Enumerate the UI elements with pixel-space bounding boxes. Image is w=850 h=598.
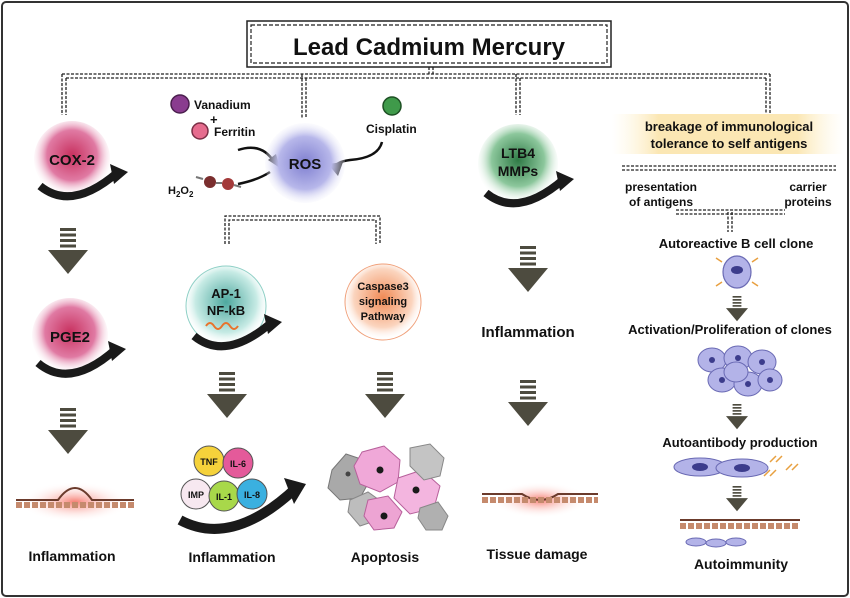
step-activation: Activation/Proliferation of clones xyxy=(628,322,832,337)
arrow-autoantibody-to-autoimmunity xyxy=(726,486,748,512)
arrow-pge2-to-tissue xyxy=(48,408,88,454)
caspase3-node: Caspase3 signaling Pathway xyxy=(344,263,422,341)
ap1-nfkb-node: AP-1 NF-kB xyxy=(185,265,282,351)
tissue-damage-label: Tissue damage xyxy=(487,546,588,562)
svg-text:IL-8: IL-8 xyxy=(244,490,260,500)
carrier-line2: proteins xyxy=(784,195,832,209)
ltb-tissue xyxy=(482,482,598,518)
cisplatin-item: Cisplatin xyxy=(366,96,417,136)
h2o2-label: H2O2 xyxy=(168,185,194,199)
immune-header-bg xyxy=(612,114,844,154)
flow-arrows xyxy=(48,228,748,512)
page-title: Lead Cadmium Mercury xyxy=(293,34,566,61)
cox2-node: COX-2 xyxy=(34,121,128,201)
autoimmunity-tissue xyxy=(680,519,800,548)
top-connectors xyxy=(61,67,771,244)
step-autoreactive: Autoreactive B cell clone xyxy=(659,236,814,251)
title-box: Lead Cadmium Mercury xyxy=(246,20,612,68)
svg-text:IL-1: IL-1 xyxy=(216,492,232,502)
cox-tissue xyxy=(16,482,134,522)
ferritin-label: Ferritin xyxy=(214,125,255,139)
vanadium-item: Vanadium xyxy=(170,94,251,114)
plus-sign: + xyxy=(210,112,218,127)
ltb4-label: LTB4 xyxy=(501,145,535,161)
step-autoantibody: Autoantibody production xyxy=(662,435,817,450)
pge2-label: PGE2 xyxy=(50,329,90,346)
dna-icon xyxy=(205,322,239,330)
arrow-ap1-to-cytokines xyxy=(207,372,247,418)
arrow-ltb-to-inflammation xyxy=(508,246,548,292)
h2o2-molecule: H2O2 xyxy=(168,176,242,199)
cytokine-cluster: TNF IL-6 IMP IL-1 IL-8 xyxy=(177,445,306,534)
arrow-inflammation-to-damage xyxy=(508,380,548,426)
b-cell-clone xyxy=(715,255,759,289)
immune-bracket xyxy=(622,165,836,232)
svg-text:IL-6: IL-6 xyxy=(230,459,246,469)
nfkb-label: NF-kB xyxy=(207,303,245,318)
caspase-line2: signaling xyxy=(359,296,407,308)
apoptotic-cells xyxy=(327,443,449,531)
caspase-line3: Pathway xyxy=(361,311,407,323)
ros-label: ROS xyxy=(289,156,322,173)
autoimmunity-label: Autoimmunity xyxy=(694,556,788,572)
cox-outcome-label: Inflammation xyxy=(28,548,115,564)
ros-inflammation-label: Inflammation xyxy=(188,549,275,565)
mmps-label: MMPs xyxy=(498,163,539,179)
ferritin-item: Ferritin xyxy=(191,122,255,140)
ros-node: ROS xyxy=(265,123,345,203)
presentation-line2: of antigens xyxy=(629,195,693,209)
arrow-clone-to-activation xyxy=(726,296,748,322)
cytokine-il8 xyxy=(236,478,268,510)
ap1-label: AP-1 xyxy=(211,286,241,301)
arrow-cox-to-pge2 xyxy=(48,228,88,274)
immune-header-line2: tolerance to self antigens xyxy=(651,136,808,151)
cisplatin-label: Cisplatin xyxy=(366,122,417,136)
caspase-line1: Caspase3 xyxy=(357,281,408,293)
ltb-inflammation-label: Inflammation xyxy=(481,324,574,341)
clone-nuclei xyxy=(709,355,773,387)
cox2-label: COX-2 xyxy=(49,152,95,169)
arrow-activation-to-autoantibody xyxy=(726,404,748,430)
apoptosis-label: Apoptosis xyxy=(351,549,420,565)
carrier-line1: carrier xyxy=(789,180,827,194)
antibody-cells xyxy=(673,455,799,478)
pge2-node: PGE2 xyxy=(32,298,126,378)
svg-text:TNF: TNF xyxy=(200,457,218,467)
ltb4-mmps-node: LTB4 MMPs xyxy=(478,124,574,208)
svg-text:IMP: IMP xyxy=(188,490,204,500)
presentation-line1: presentation xyxy=(625,180,697,194)
immune-header-line1: breakage of immunological xyxy=(645,119,813,134)
vanadium-label: Vanadium xyxy=(194,98,251,112)
cytokine-il6 xyxy=(222,447,254,479)
arrow-caspase-to-apoptosis xyxy=(365,372,405,418)
